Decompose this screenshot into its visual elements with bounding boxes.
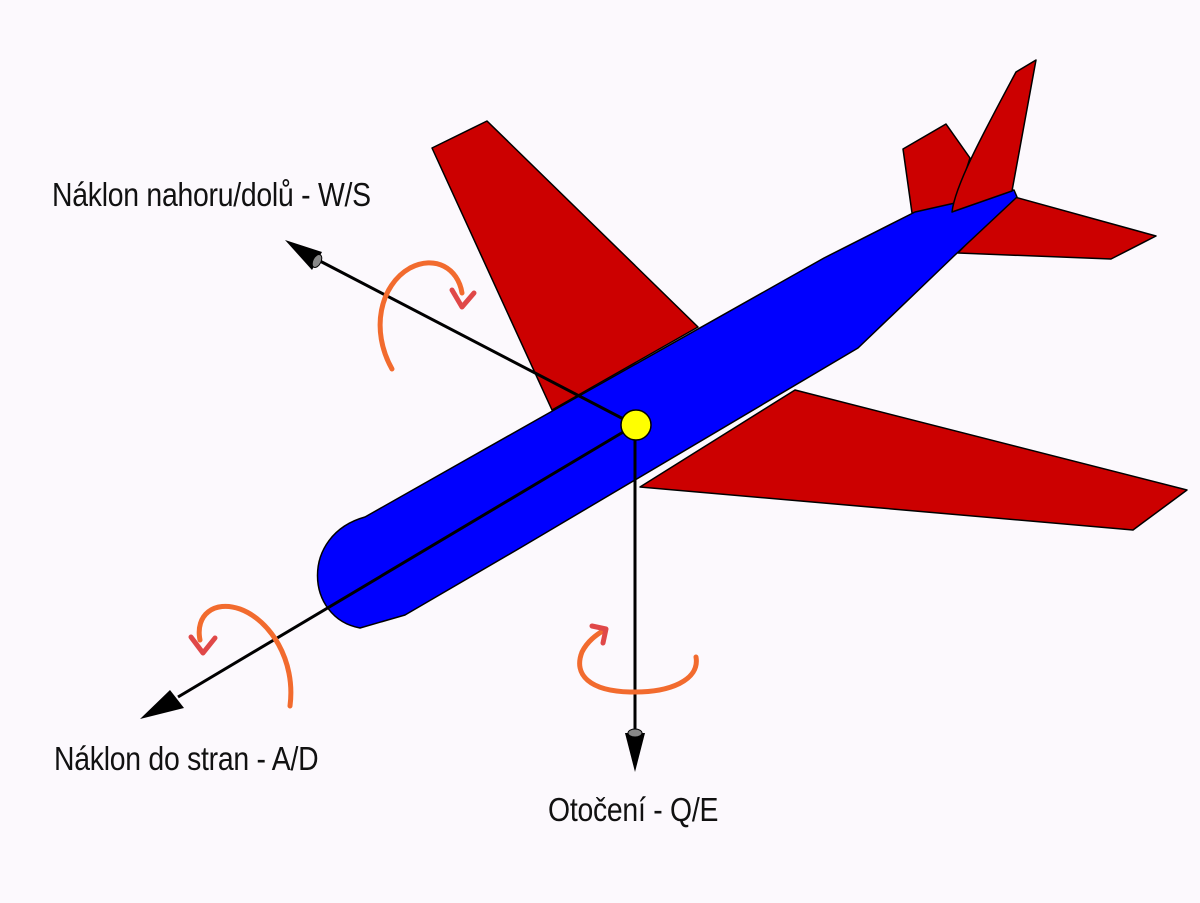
arrow-down-left-icon	[140, 690, 184, 719]
pitch-axis-label: Náklon nahoru/dolů - W/S	[52, 176, 371, 213]
curved-rotation-arrow-icon	[188, 634, 218, 656]
fuselage	[316, 189, 1018, 629]
right-wing	[639, 389, 1188, 531]
left-wing	[431, 120, 699, 411]
center-of-gravity	[620, 409, 652, 441]
vertical-fin	[951, 59, 1037, 213]
axes	[140, 240, 652, 772]
rotation-indicators	[188, 260, 699, 709]
yaw-rotation-arrow	[577, 623, 699, 695]
roll-axis-label: Náklon do stran - A/D	[54, 740, 319, 777]
roll-axis-line	[177, 423, 636, 699]
arrow-up-left-icon	[285, 240, 323, 270]
curved-rotation-arrow-icon	[589, 623, 609, 646]
roll-rotation-arrow	[188, 603, 294, 709]
pitch-rotation-arrow	[377, 260, 477, 372]
pitch-axis-line	[317, 258, 636, 427]
airplane	[316, 59, 1188, 629]
arrow-down-icon	[625, 728, 645, 772]
curved-rotation-arrow-icon	[449, 287, 477, 310]
yaw-axis-label: Otočení - Q/E	[548, 791, 719, 828]
